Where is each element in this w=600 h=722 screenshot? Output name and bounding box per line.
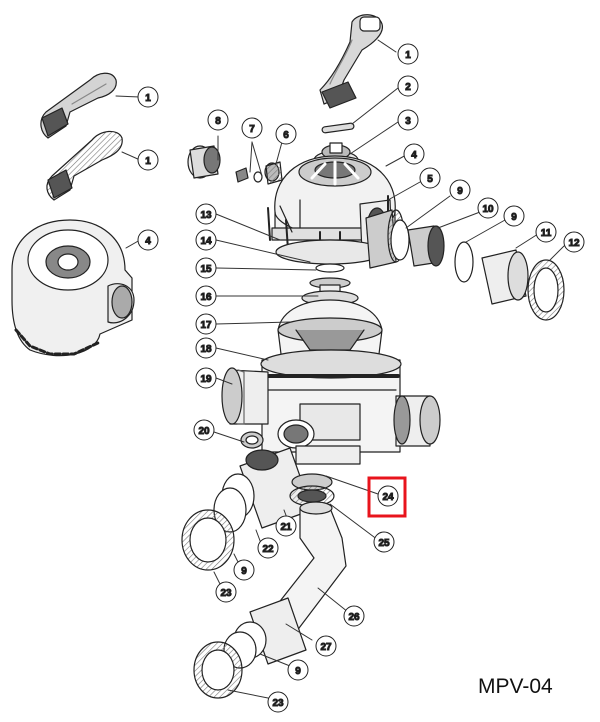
side-port-left [221, 367, 269, 425]
callout-8: 8 [207, 109, 229, 131]
callout-13: 13 [195, 203, 217, 225]
callout-4a: 4 [403, 143, 425, 165]
callout-label: 13 [200, 210, 212, 221]
callout-27: 27 [315, 635, 337, 657]
handle-middle-left [46, 130, 123, 201]
callout-label: 4 [411, 150, 417, 161]
highlight-box [367, 476, 407, 518]
callout-22: 22 [257, 537, 279, 559]
callout-9c: 9 [233, 559, 255, 581]
union-parts-center [289, 473, 335, 507]
callout-12: 12 [563, 231, 585, 253]
callout-9a: 9 [449, 179, 471, 201]
callout-label: 23 [272, 698, 284, 709]
side-port-right [393, 395, 441, 447]
callout-label: 1 [405, 50, 411, 61]
callout-label: 1 [145, 93, 151, 104]
callout-21: 21 [275, 515, 297, 537]
union-parts-bottom [193, 597, 307, 699]
callout-23a: 23 [215, 581, 237, 603]
callout-label: 1 [145, 156, 151, 167]
callout-10: 10 [477, 197, 499, 219]
rotor [277, 299, 383, 363]
callout-label: 3 [405, 116, 411, 127]
leader-lines [115, 39, 565, 699]
callout-6: 6 [275, 123, 297, 145]
callout-label: 9 [295, 666, 301, 677]
handle-top-right [319, 14, 384, 109]
callout-4b: 4 [137, 229, 159, 251]
callout-9b: 9 [503, 205, 525, 227]
union-parts-right [365, 209, 565, 321]
callout-label: 6 [283, 130, 289, 141]
callout-24: 24 [377, 485, 399, 507]
callout-label: 19 [200, 374, 212, 385]
callout-1c: 1 [137, 149, 159, 171]
callout-label: 2 [405, 82, 411, 93]
callout-23b: 23 [267, 691, 289, 713]
housing-left [11, 219, 135, 357]
callout-label: 9 [241, 566, 247, 577]
callout-label: 24 [382, 492, 394, 503]
callout-label: 7 [249, 124, 255, 135]
callout-label: 14 [200, 236, 212, 247]
callout-label: 20 [198, 426, 210, 437]
callout-label: 21 [280, 522, 292, 533]
callout-2: 2 [397, 75, 419, 97]
callout-label: 11 [541, 228, 552, 239]
callout-16: 16 [195, 285, 217, 307]
callout-20: 20 [193, 419, 215, 441]
callout-14: 14 [195, 229, 217, 251]
small-parts [235, 161, 283, 185]
callout-label: 17 [200, 320, 212, 331]
callout-1b: 1 [137, 86, 159, 108]
callouts: 1 1 1 2 3 4 4 5 6 7 8 9 9 9 9 10 11 12 1… [137, 43, 585, 713]
model-code: MPV-04 [478, 675, 553, 698]
callout-label: 8 [215, 116, 221, 127]
callout-26: 26 [343, 605, 365, 627]
callout-3: 3 [397, 109, 419, 131]
callout-1a: 1 [397, 43, 419, 65]
callout-11: 11 [535, 221, 557, 243]
callout-17: 17 [195, 313, 217, 335]
union-parts-lower-left [181, 431, 313, 571]
callout-7: 7 [241, 117, 263, 139]
callout-label: 27 [320, 642, 332, 653]
callout-label: 9 [457, 186, 463, 197]
callout-label: 25 [378, 538, 390, 549]
callout-25: 25 [373, 531, 395, 553]
valve-body [260, 349, 402, 465]
knob [187, 145, 221, 179]
callout-label: 16 [200, 292, 212, 303]
callout-label: 18 [200, 344, 212, 355]
callout-15: 15 [195, 257, 217, 279]
callout-label: 23 [220, 588, 232, 599]
callout-19: 19 [195, 367, 217, 389]
callout-9d: 9 [287, 659, 309, 681]
callout-5: 5 [419, 167, 441, 189]
callout-label: 9 [511, 212, 517, 223]
callout-18: 18 [195, 337, 217, 359]
callout-label: 4 [145, 236, 151, 247]
callout-label: 5 [427, 174, 433, 185]
callout-label: 12 [568, 238, 580, 249]
callout-label: 10 [482, 204, 494, 215]
pin [321, 122, 355, 134]
handle-top-left [40, 72, 117, 139]
callout-label: 26 [348, 612, 360, 623]
callout-label: 15 [200, 264, 212, 275]
callout-label: 22 [262, 544, 274, 555]
